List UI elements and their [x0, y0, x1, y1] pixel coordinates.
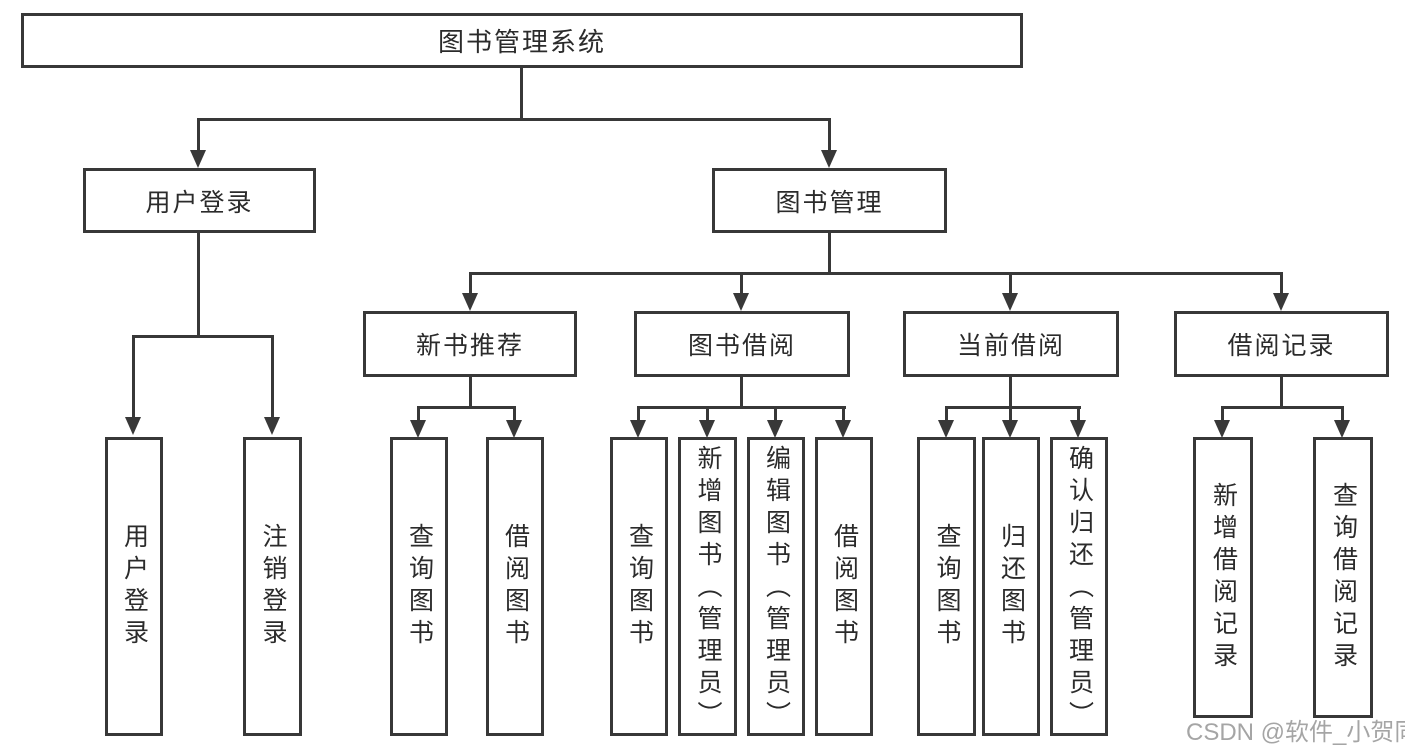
arrow-down-icon: [190, 150, 206, 168]
node-current-borrow: 当前借阅: [903, 311, 1119, 377]
connector-stem: [740, 272, 743, 296]
leaf-return-books: 归还图书: [982, 437, 1040, 736]
node-current-borrow-label: 当前借阅: [956, 332, 1065, 360]
node-new-book-recommend: 新书推荐: [363, 311, 577, 377]
connector-stem: [469, 272, 472, 296]
arrow-down-icon: [462, 293, 478, 311]
connector-bookmgmt-hline: [469, 272, 1283, 275]
connector-login-vline: [197, 233, 200, 337]
connector-stem: [1009, 272, 1012, 296]
leaf-add-borrow-record-label: 新增借阅记录: [1209, 481, 1238, 674]
arrow-down-icon: [264, 417, 280, 435]
leaf-query-borrow-record-label: 查询借阅记录: [1329, 481, 1358, 674]
node-book-management-label: 图书管理: [775, 188, 884, 217]
connector-stem: [637, 406, 640, 422]
arrow-down-icon: [699, 420, 715, 438]
connector-login-hline: [132, 335, 274, 338]
connector-stem: [1280, 272, 1283, 296]
leaf-query-books-borrow-label: 查询图书: [625, 522, 654, 651]
node-book-borrow-label: 图书借阅: [687, 332, 796, 360]
node-new-book-recommend-label: 新书推荐: [415, 332, 524, 360]
node-borrow-records: 借阅记录: [1174, 311, 1389, 377]
connector-stem: [706, 406, 709, 422]
arrow-down-icon: [835, 420, 851, 438]
connector-stem-bookmgmt: [828, 118, 831, 152]
connector-hline: [417, 406, 516, 409]
connector-root-hline: [197, 118, 831, 121]
leaf-confirm-return-admin-label: 确认归还（管理员）: [1065, 445, 1094, 733]
node-book-management: 图书管理: [712, 168, 947, 233]
arrow-down-icon: [506, 420, 522, 438]
connector-stem: [945, 406, 948, 422]
arrow-down-icon: [821, 150, 837, 168]
arrow-down-icon: [1214, 420, 1230, 438]
node-root: 图书管理系统: [21, 13, 1023, 68]
leaf-query-books-current-label: 查询图书: [933, 522, 961, 651]
leaf-query-books-borrow: 查询图书: [610, 437, 668, 736]
leaf-query-borrow-record: 查询借阅记录: [1313, 437, 1373, 718]
leaf-borrow-books-recommend: 借阅图书: [486, 437, 544, 736]
connector-vline: [1009, 377, 1012, 409]
arrow-down-icon: [938, 420, 954, 438]
leaf-borrow-books: 借阅图书: [815, 437, 873, 736]
leaf-add-borrow-record: 新增借阅记录: [1193, 437, 1253, 718]
leaf-logout: 注销登录: [243, 437, 302, 736]
leaf-query-books-current: 查询图书: [917, 437, 976, 736]
arrow-down-icon: [1273, 293, 1289, 311]
leaf-add-books-admin: 新增图书（管理员）: [678, 437, 737, 736]
arrow-down-icon: [630, 420, 646, 438]
arrow-down-icon: [1070, 420, 1086, 438]
node-user-login: 用户登录: [83, 168, 316, 233]
arrow-down-icon: [733, 293, 749, 311]
arrow-down-icon: [767, 420, 783, 438]
connector-stem: [132, 335, 135, 419]
leaf-user-login-label: 用户登录: [120, 522, 149, 651]
csdn-watermark: CSDN @软件_小贺同学: [1186, 719, 1405, 746]
leaf-return-books-label: 归还图书: [997, 522, 1026, 651]
node-borrow-records-label: 借阅记录: [1227, 332, 1336, 360]
node-root-label: 图书管理系统: [437, 27, 606, 57]
connector-stem-login: [197, 118, 200, 152]
connector-hline: [945, 406, 1081, 409]
connector-stem: [417, 406, 420, 422]
arrow-down-icon: [1334, 420, 1350, 438]
connector-stem: [842, 406, 845, 422]
leaf-user-login: 用户登录: [105, 437, 163, 736]
leaf-add-books-admin-label: 新增图书（管理员）: [694, 445, 722, 733]
connector-vline: [740, 377, 743, 409]
leaf-borrow-books-label: 借阅图书: [830, 522, 859, 651]
arrow-down-icon: [410, 420, 426, 438]
node-book-borrow: 图书借阅: [634, 311, 850, 377]
leaf-edit-books-admin-label: 编辑图书（管理员）: [762, 445, 791, 733]
connector-stem: [1341, 406, 1344, 422]
arrow-down-icon: [125, 417, 141, 435]
connector-stem: [513, 406, 516, 422]
connector-hline: [1221, 406, 1344, 409]
connector-vline: [469, 377, 472, 409]
leaf-borrow-books-recommend-label: 借阅图书: [501, 522, 530, 651]
leaf-logout-label: 注销登录: [259, 522, 287, 651]
connector-stem: [774, 406, 777, 422]
connector-stem: [1009, 406, 1012, 422]
leaf-confirm-return-admin: 确认归还（管理员）: [1050, 437, 1108, 736]
connector-root-vline: [520, 68, 523, 120]
connector-hline: [637, 406, 846, 409]
arrow-down-icon: [1002, 293, 1018, 311]
leaf-query-books-recommend-label: 查询图书: [405, 522, 434, 651]
arrow-down-icon: [1002, 420, 1018, 438]
connector-vline: [1280, 377, 1283, 409]
connector-stem: [1077, 406, 1080, 422]
leaf-query-books-recommend: 查询图书: [390, 437, 448, 736]
connector-bookmgmt-vline: [828, 233, 831, 274]
connector-stem: [271, 335, 274, 419]
connector-stem: [1221, 406, 1224, 422]
leaf-edit-books-admin: 编辑图书（管理员）: [747, 437, 805, 736]
node-user-login-label: 用户登录: [145, 188, 254, 217]
